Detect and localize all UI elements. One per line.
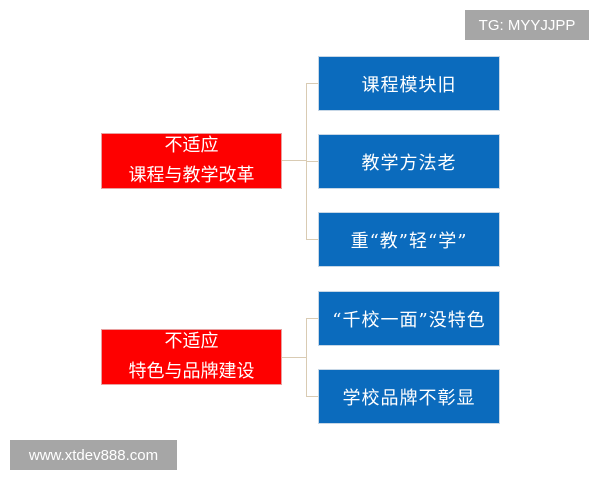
child-node: 重“教”轻“学”: [318, 212, 500, 267]
parent-node-branding: 不适应 特色与品牌建设: [101, 329, 282, 385]
parent-node-curriculum: 不适应 课程与教学改革: [101, 133, 282, 189]
child-node: “千校一面”没特色: [318, 291, 500, 346]
parent-label-line1: 不适应: [164, 135, 219, 156]
parent-label-line2: 课程与教学改革: [128, 165, 255, 186]
child-label: 教学方法老: [361, 152, 457, 174]
parent-label-line1: 不适应: [164, 331, 219, 352]
watermark-bottom-left: www.xtdev888.com: [10, 440, 177, 470]
connector-h-1c: [306, 239, 318, 240]
connector-h-main-1: [282, 160, 306, 161]
child-node: 教学方法老: [318, 134, 500, 189]
connector-v-2: [306, 318, 307, 397]
connector-h-main-2: [282, 357, 306, 358]
connector-h-2a: [306, 318, 318, 319]
connector-h-2b: [306, 396, 318, 397]
child-label: 课程模块旧: [361, 74, 457, 96]
parent-label-line2: 特色与品牌建设: [128, 361, 255, 382]
watermark-top-right: TG: MYYJJPP: [465, 10, 589, 40]
connector-h-1b: [306, 161, 318, 162]
child-label: 学校品牌不彰显: [342, 387, 476, 409]
child-node: 学校品牌不彰显: [318, 369, 500, 424]
child-label: 重“教”轻“学”: [350, 230, 468, 252]
connector-h-1a: [306, 83, 318, 84]
child-node: 课程模块旧: [318, 56, 500, 111]
child-label: “千校一面”没特色: [332, 309, 486, 331]
